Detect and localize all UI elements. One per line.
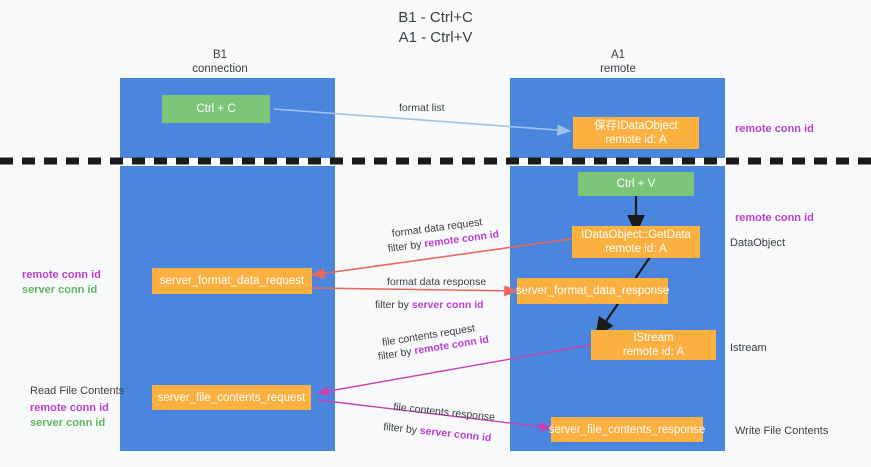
arrowlabel-file-contents-response-filter: filter by server conn id <box>383 420 492 445</box>
label-left-server-conn-id-2: server conn id <box>30 417 106 429</box>
arrowlabel-format-data-response-filter: filter by server conn id <box>375 298 484 312</box>
column-header-b1: B1 connection <box>192 49 248 75</box>
arrowlabel-format-list: format list <box>399 102 445 114</box>
filter-key: server conn id <box>419 424 492 445</box>
label-dataobject: DataObject <box>730 237 786 249</box>
box-istream[interactable]: IStream remote id: A <box>591 330 716 360</box>
label-write-file-contents: Write File Contents <box>735 425 829 437</box>
arrowlabel-format-data-response: format data response <box>387 276 487 288</box>
column-band-a1-bottom <box>510 166 725 451</box>
filter-prefix: filter by <box>375 299 412 311</box>
label-left-remote-conn-id: remote conn id <box>22 269 101 281</box>
label-remote-conn-id-top: remote conn id <box>735 123 814 135</box>
box-save-idataobject[interactable]: 保存IDataObject remote id: A <box>573 117 699 149</box>
arrowlabel-file-contents-response: file contents response <box>392 400 496 424</box>
box-server-format-data-response[interactable]: server_format_data_response <box>516 278 669 304</box>
label-left-server-conn-id: server conn id <box>22 284 98 296</box>
filter-prefix: filter by <box>387 238 426 255</box>
box-ctrl-c[interactable]: Ctrl + C <box>162 95 270 123</box>
box-ctrl-v[interactable]: Ctrl + V <box>578 172 694 196</box>
filter-prefix: filter by <box>382 420 421 437</box>
label-istream: Istream <box>730 342 767 354</box>
page-title: B1 - Ctrl+C A1 - Ctrl+V <box>398 9 473 46</box>
label-read-file-contents: Read File Contents <box>30 385 125 397</box>
box-server-file-contents-request[interactable]: server_file_contents_request <box>152 385 311 410</box>
box-server-file-contents-response[interactable]: server_file_contents_response <box>549 417 705 442</box>
box-server-format-data-request[interactable]: server_format_data_request <box>152 268 312 294</box>
filter-key: server conn id <box>411 299 484 311</box>
column-header-a1: A1 remote <box>600 49 636 75</box>
label-left-remote-conn-id-2: remote conn id <box>30 402 109 414</box>
box-idataobject-getdata[interactable]: IDataObject::GetData remote id: A <box>572 226 700 258</box>
label-remote-conn-id-mid: remote conn id <box>735 212 814 224</box>
